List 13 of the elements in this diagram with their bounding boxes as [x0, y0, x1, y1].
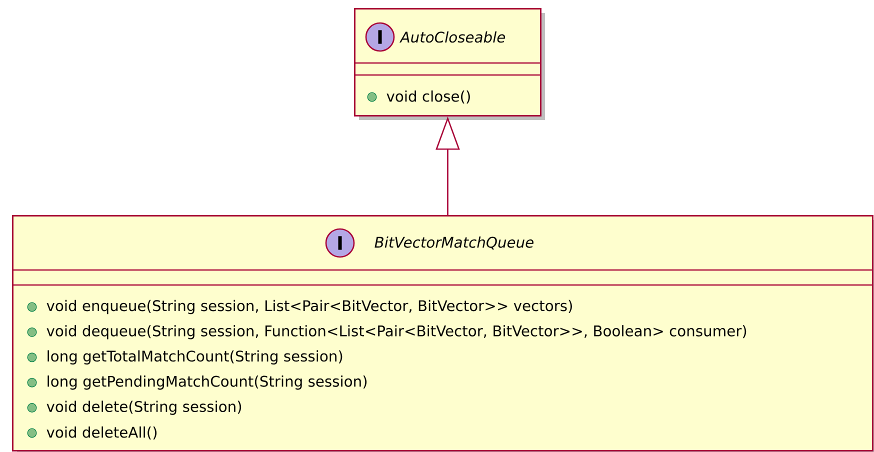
- method-text: void enqueue(String session, List<Pair<BitVector, BitVector>> vectors): [46, 300, 572, 314]
- class-name: BitVectorMatchQueue: [374, 236, 534, 250]
- stereotype-badge: I: [325, 228, 355, 258]
- method-text: long getPendingMatchCount(String session): [48, 376, 367, 390]
- class-box: [354, 8, 545, 120]
- method-text: void close(): [386, 90, 470, 104]
- method-text: void dequeue(String session, Function<List<Pair<BitVector, BitVector>>, Boolean> consumer): [46, 325, 746, 340]
- method-text: void delete(String session): [46, 400, 242, 415]
- method-text: long getTotalMatchCount(String session): [48, 350, 342, 364]
- stereotype-badge: I: [365, 22, 395, 52]
- method-text: void deleteAll(): [46, 426, 157, 440]
- class-box: [12, 215, 874, 452]
- class-name: AutoCloseable: [400, 31, 506, 43]
